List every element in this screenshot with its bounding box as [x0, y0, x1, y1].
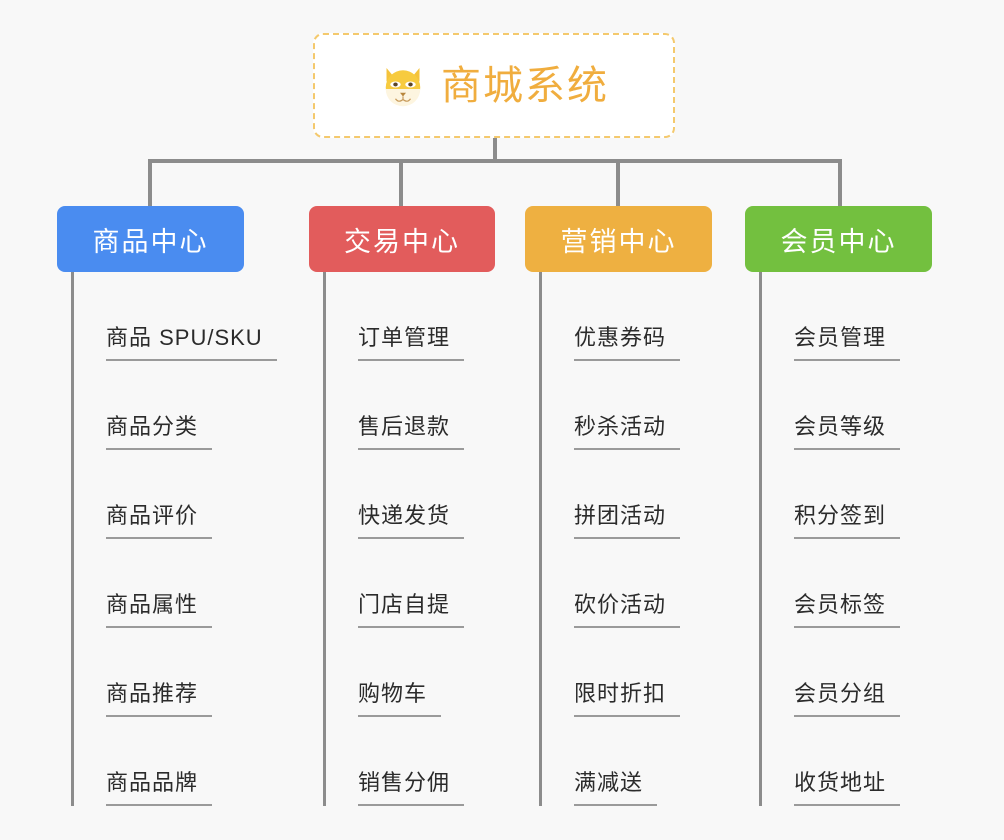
list-item[interactable]: 满减送 [542, 717, 712, 806]
connector-drop-2 [399, 159, 403, 207]
leaf-label: 收货地址 [794, 765, 901, 806]
list-item[interactable]: 拼团活动 [542, 450, 712, 539]
leaf-label: 商品分类 [106, 409, 213, 450]
list-item[interactable]: 会员等级 [762, 361, 932, 450]
category-label: 营销中心 [560, 226, 677, 257]
leaf-label: 优惠券码 [574, 320, 681, 361]
list-item[interactable]: 会员标签 [762, 539, 932, 628]
leaf-list-product: 商品 SPU/SKU 商品分类 商品评价 商品属性 商品推荐 商品品牌 [71, 272, 277, 806]
category-label: 交易中心 [344, 226, 460, 257]
list-item[interactable]: 订单管理 [326, 272, 495, 361]
connector-drop-4 [838, 159, 842, 207]
category-node-marketing[interactable]: 营销中心 [525, 206, 712, 272]
list-item[interactable]: 商品分类 [74, 361, 277, 450]
leaf-label: 会员等级 [794, 409, 901, 450]
leaf-label: 销售分佣 [358, 765, 465, 806]
list-item[interactable]: 快递发货 [326, 450, 495, 539]
category-node-trade[interactable]: 交易中心 [309, 206, 495, 272]
leaf-list-marketing: 优惠券码 秒杀活动 拼团活动 砍价活动 限时折扣 满减送 [539, 272, 712, 806]
category-node-member[interactable]: 会员中心 [745, 206, 932, 272]
branch-column-trade: 交易中心 订单管理 售后退款 快递发货 门店自提 购物车 销售分佣 [309, 206, 495, 806]
shiba-dog-icon [385, 67, 421, 106]
list-item[interactable]: 砍价活动 [542, 539, 712, 628]
branch-column-product: 商品中心 商品 SPU/SKU 商品分类 商品评价 商品属性 商品推荐 商品品牌 [57, 206, 277, 806]
list-item[interactable]: 商品评价 [74, 450, 277, 539]
leaf-label: 会员标签 [794, 587, 901, 628]
list-item[interactable]: 会员分组 [762, 628, 932, 717]
branch-column-marketing: 营销中心 优惠券码 秒杀活动 拼团活动 砍价活动 限时折扣 满减送 [525, 206, 712, 806]
list-item[interactable]: 优惠券码 [542, 272, 712, 361]
root-title: 商城系统 [441, 63, 609, 108]
leaf-label: 购物车 [358, 676, 442, 717]
list-item[interactable]: 销售分佣 [326, 717, 495, 806]
leaf-label: 会员管理 [794, 320, 901, 361]
leaf-label: 秒杀活动 [574, 409, 681, 450]
leaf-label: 限时折扣 [574, 676, 681, 717]
list-item[interactable]: 购物车 [326, 628, 495, 717]
list-item[interactable]: 售后退款 [326, 361, 495, 450]
leaf-label: 订单管理 [358, 320, 465, 361]
list-item[interactable]: 限时折扣 [542, 628, 712, 717]
branch-column-member: 会员中心 会员管理 会员等级 积分签到 会员标签 会员分组 收货地址 [745, 206, 932, 806]
connector-drop-3 [616, 159, 620, 207]
leaf-label: 商品 SPU/SKU [106, 320, 277, 361]
root-node[interactable]: 商城系统 [313, 33, 675, 138]
connector-horizontal-bus [148, 159, 842, 163]
list-item[interactable]: 商品品牌 [74, 717, 277, 806]
list-item[interactable]: 门店自提 [326, 539, 495, 628]
list-item[interactable]: 会员管理 [762, 272, 932, 361]
category-label: 商品中心 [92, 226, 209, 257]
leaf-label: 商品品牌 [106, 765, 213, 806]
leaf-label: 商品评价 [106, 498, 213, 539]
leaf-label: 售后退款 [358, 409, 465, 450]
leaf-label: 积分签到 [794, 498, 901, 539]
leaf-label: 门店自提 [358, 587, 465, 628]
list-item[interactable]: 收货地址 [762, 717, 932, 806]
list-item[interactable]: 商品 SPU/SKU [74, 272, 277, 361]
leaf-label: 商品属性 [106, 587, 213, 628]
leaf-list-member: 会员管理 会员等级 积分签到 会员标签 会员分组 收货地址 [759, 272, 932, 806]
leaf-label: 满减送 [574, 765, 658, 806]
leaf-label: 砍价活动 [574, 587, 681, 628]
list-item[interactable]: 商品推荐 [74, 628, 277, 717]
leaf-label: 会员分组 [794, 676, 901, 717]
list-item[interactable]: 积分签到 [762, 450, 932, 539]
connector-root-stem [493, 138, 497, 162]
list-item[interactable]: 商品属性 [74, 539, 277, 628]
leaf-label: 快递发货 [358, 498, 465, 539]
category-label: 会员中心 [780, 226, 897, 257]
category-node-product[interactable]: 商品中心 [57, 206, 244, 272]
connector-drop-1 [148, 159, 152, 207]
leaf-label: 拼团活动 [574, 498, 681, 539]
leaf-label: 商品推荐 [106, 676, 213, 717]
list-item[interactable]: 秒杀活动 [542, 361, 712, 450]
leaf-list-trade: 订单管理 售后退款 快递发货 门店自提 购物车 销售分佣 [323, 272, 495, 806]
